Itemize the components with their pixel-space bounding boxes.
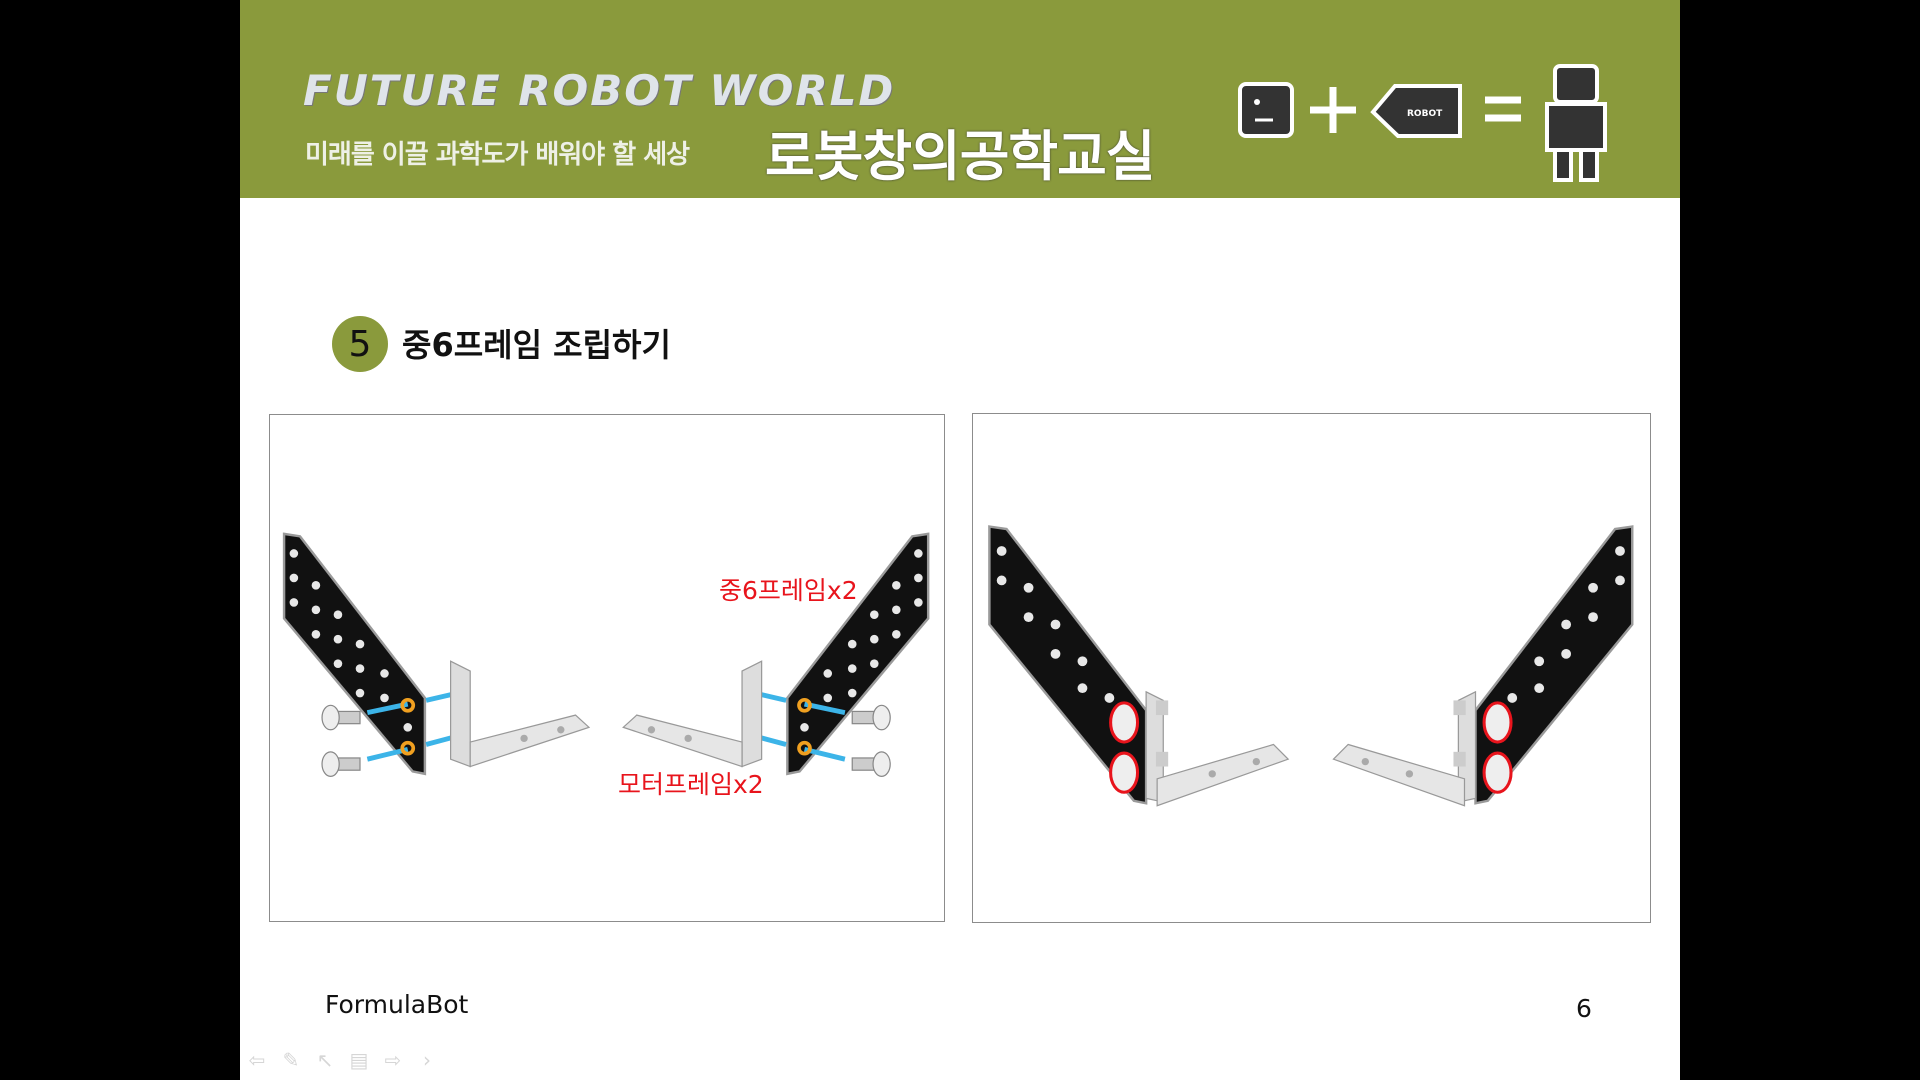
header-banner: FUTURE ROBOT WORLD 미래를 이끌 과학도가 배워야 할 세상 … [240,0,1680,198]
label-frame-x2: 중6프레임x2 [719,576,858,605]
pointer-icon[interactable]: ↖ [316,1048,334,1072]
slide: FUTURE ROBOT WORLD 미래를 이끌 과학도가 배워야 할 세상 … [240,0,1680,1080]
step-number-badge: 5 [332,316,388,372]
course-title: 로봇창의공학교실 [765,125,1155,188]
page-number: 6 [1576,994,1592,1023]
pen-icon[interactable]: ✎ [282,1048,300,1072]
robot-logo-icon: ROBOT [1238,64,1607,182]
label-motor-frame-x2: 모터프레임x2 [618,770,764,799]
step-title: 중6프레임 조립하기 [402,326,671,364]
slides-icon[interactable]: ▤ [349,1048,369,1072]
slideshow-toolbar: ⇦ ✎ ↖ ▤ ⇨ › [245,1048,439,1072]
panel-assembled-diagram [972,413,1651,923]
chevron-right-icon[interactable]: › [423,1048,431,1072]
footer-text: FormulaBot [325,990,469,1019]
arrow-right-icon[interactable]: ⇨ [384,1048,402,1072]
tagline: 미래를 이끌 과학도가 배워야 할 세상 [305,140,690,170]
panel-parts-diagram [269,414,945,922]
brand-title: FUTURE ROBOT WORLD [303,66,896,115]
arrow-left-icon[interactable]: ⇦ [248,1048,266,1072]
svg-text:ROBOT: ROBOT [1407,109,1443,119]
